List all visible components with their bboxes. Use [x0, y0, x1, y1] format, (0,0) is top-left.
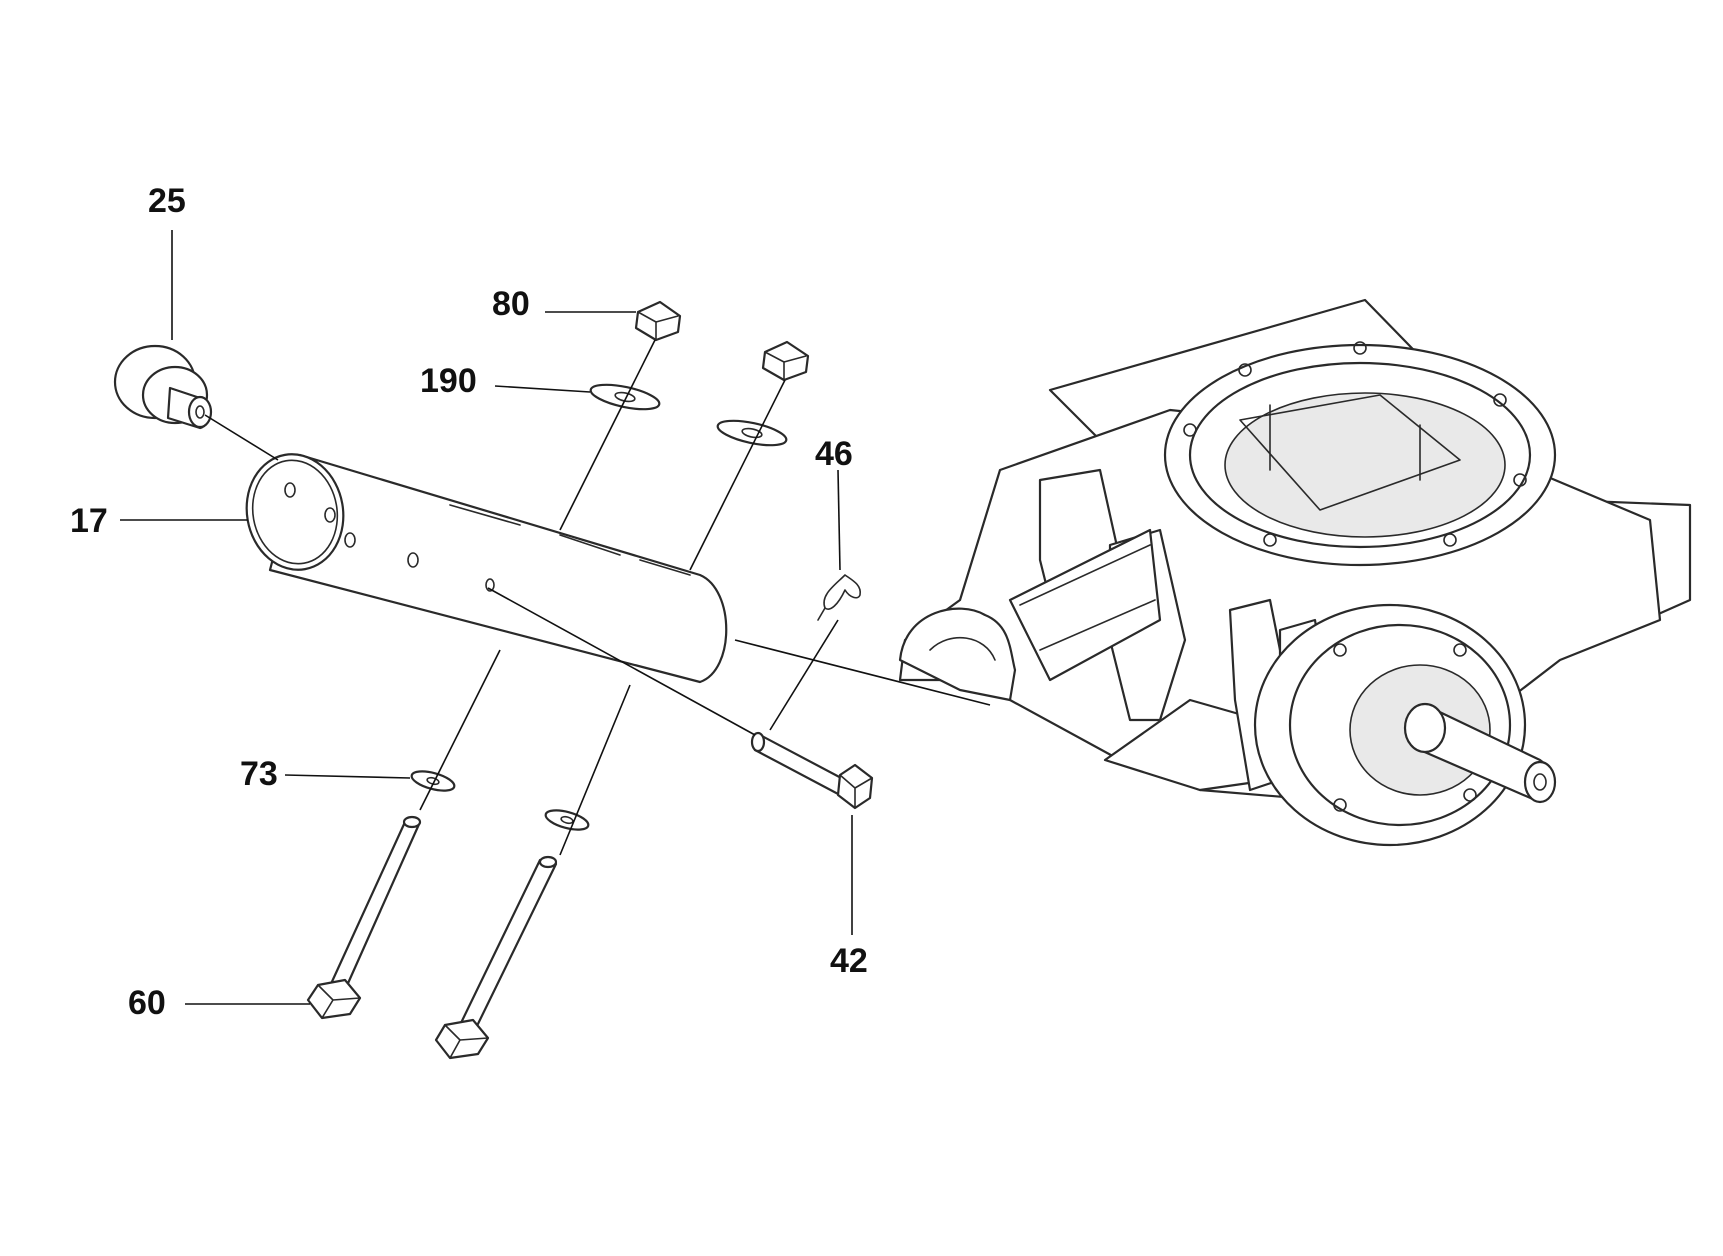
callout-190: 190 [420, 362, 477, 400]
callout-80: 80 [492, 285, 530, 323]
callout-73: 73 [240, 755, 278, 793]
bolt-part-42 [750, 731, 874, 810]
clip-part-46 [817, 574, 862, 621]
callout-17: 17 [70, 502, 108, 540]
callout-42: 42 [830, 942, 868, 980]
leader-lines [120, 230, 991, 1005]
nut-part-80-left [634, 300, 682, 342]
nut-part-80-right [761, 340, 810, 382]
washer-part-190-left [589, 383, 661, 411]
tube-part-17 [245, 453, 728, 684]
bolt-part-60-right [434, 855, 558, 1060]
gearbox-housing [898, 298, 1692, 847]
callout-46: 46 [815, 435, 853, 473]
washer-part-190-right [716, 419, 788, 447]
callout-labels: 25 80 190 46 17 73 42 60 [70, 182, 868, 1022]
washer-part-73-left [410, 770, 456, 792]
bushing-part-25 [113, 344, 213, 430]
callout-60: 60 [128, 984, 166, 1022]
callout-25: 25 [148, 182, 186, 220]
washer-part-73-right [544, 809, 590, 831]
bolt-part-60-left [306, 815, 422, 1020]
